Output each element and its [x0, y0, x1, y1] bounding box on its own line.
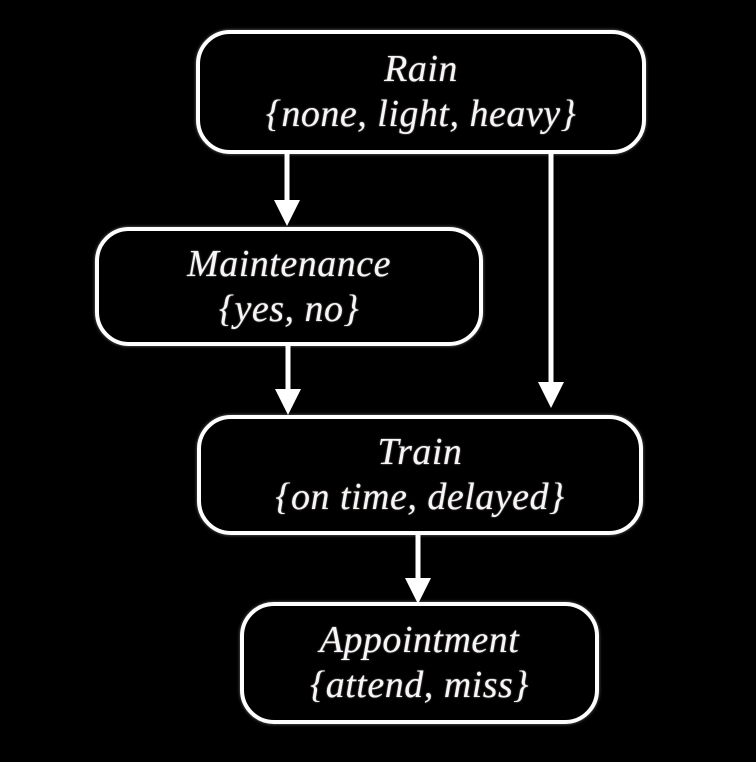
node-train[interactable]: Train {on time, delayed}	[197, 415, 643, 535]
arrowhead-icon	[538, 382, 564, 408]
node-maintenance-states: {yes, no}	[218, 287, 360, 330]
edge-train-to-appointment	[405, 533, 431, 604]
arrowhead-icon	[275, 389, 301, 415]
arrowhead-icon	[405, 578, 431, 604]
edge-maintenance-to-train	[275, 344, 301, 415]
edge-rain-to-train	[538, 154, 564, 408]
node-rain[interactable]: Rain {none, light, heavy}	[196, 30, 646, 154]
node-train-states: {on time, delayed}	[275, 476, 565, 518]
arrowhead-icon	[274, 200, 300, 226]
node-rain-title: Rain	[384, 48, 458, 91]
node-maintenance[interactable]: Maintenance {yes, no}	[95, 227, 483, 346]
node-appointment-states: {attend, miss}	[310, 664, 529, 706]
node-appointment-title: Appointment	[319, 619, 520, 662]
edge-rain-to-maintenance	[274, 152, 300, 226]
node-train-title: Train	[377, 431, 463, 474]
node-rain-states: {none, light, heavy}	[265, 93, 577, 135]
node-appointment[interactable]: Appointment {attend, miss}	[240, 602, 599, 724]
node-maintenance-title: Maintenance	[187, 242, 391, 285]
